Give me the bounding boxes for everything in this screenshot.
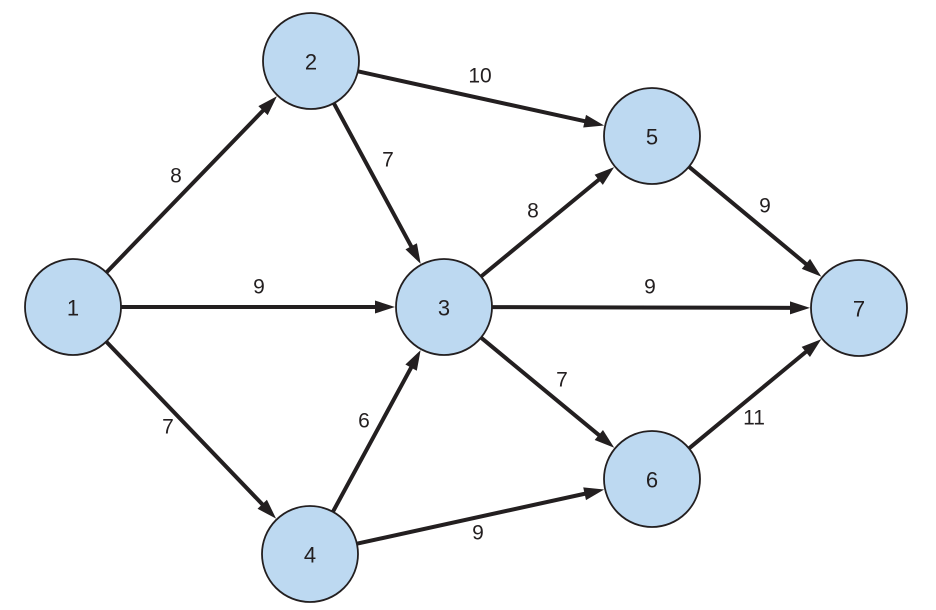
arrowhead-icon <box>594 430 615 448</box>
edge-line <box>357 69 591 125</box>
node-circle <box>261 505 359 603</box>
node-circle <box>24 258 122 356</box>
edge-line <box>104 104 269 274</box>
node-circle <box>395 258 493 356</box>
node-label: 2 <box>305 50 317 75</box>
edge-3-6: 7 <box>479 336 615 448</box>
node-circle <box>810 259 908 357</box>
edge-1-4: 7 <box>104 340 277 519</box>
node-label: 3 <box>438 296 450 321</box>
node-label: 1 <box>67 296 79 321</box>
edge-3-5: 8 <box>479 167 615 279</box>
node-6: 6 <box>603 430 701 528</box>
node-circle <box>603 87 701 185</box>
edge-5-7: 9 <box>687 165 822 277</box>
arrowhead-icon <box>801 258 822 277</box>
edge-line <box>491 305 797 310</box>
node-4: 4 <box>261 505 359 603</box>
arrowhead-icon <box>257 499 277 519</box>
edge-line <box>332 102 416 253</box>
edge-line <box>104 340 268 510</box>
edge-line <box>479 174 605 279</box>
node-circle <box>603 430 701 528</box>
edge-weight-label: 7 <box>556 369 568 392</box>
node-7: 7 <box>810 259 908 357</box>
node-label: 5 <box>646 125 658 150</box>
edge-line <box>356 490 591 546</box>
edge-3-7: 9 <box>491 276 811 315</box>
arrowhead-icon <box>789 301 811 315</box>
edge-line <box>687 346 812 450</box>
node-label: 4 <box>304 543 316 568</box>
node-2: 2 <box>262 12 360 110</box>
edge-1-2: 8 <box>104 96 277 274</box>
node-label: 7 <box>853 297 865 322</box>
node-3: 3 <box>395 258 493 356</box>
arrowhead-icon <box>594 167 615 185</box>
edge-1-3: 9 <box>121 276 395 314</box>
edge-weight-label: 6 <box>358 410 370 433</box>
edge-weight-label: 9 <box>644 276 656 299</box>
edge-4-3: 6 <box>331 350 421 513</box>
arrowhead-icon <box>405 243 421 264</box>
edge-weight-label: 10 <box>468 65 491 88</box>
edge-weight-label: 9 <box>472 522 484 545</box>
arrowhead-icon <box>405 350 421 371</box>
edge-weight-label: 8 <box>170 165 182 188</box>
edge-2-3: 7 <box>332 102 421 264</box>
edge-weight-label: 8 <box>527 200 539 223</box>
edge-weight-label: 7 <box>162 416 174 439</box>
edge-weight-label: 9 <box>759 195 771 218</box>
node-label: 6 <box>646 468 658 493</box>
arrowhead-icon <box>375 300 395 314</box>
edge-6-7: 11 <box>687 339 822 450</box>
arrowhead-icon <box>583 487 605 501</box>
edge-weight-label: 11 <box>743 407 765 430</box>
edge-line <box>331 361 416 513</box>
arrowhead-icon <box>258 96 277 116</box>
edge-4-6: 9 <box>356 487 605 546</box>
edge-2-5: 10 <box>357 65 605 128</box>
edge-line <box>687 165 812 270</box>
edge-line <box>479 336 605 441</box>
node-1: 1 <box>24 258 122 356</box>
edge-weight-label: 9 <box>253 276 265 299</box>
arrowhead-icon <box>583 114 605 128</box>
arrowhead-icon <box>801 339 822 357</box>
node-circle <box>262 12 360 110</box>
node-5: 5 <box>603 87 701 185</box>
edge-weight-label: 7 <box>382 149 394 172</box>
